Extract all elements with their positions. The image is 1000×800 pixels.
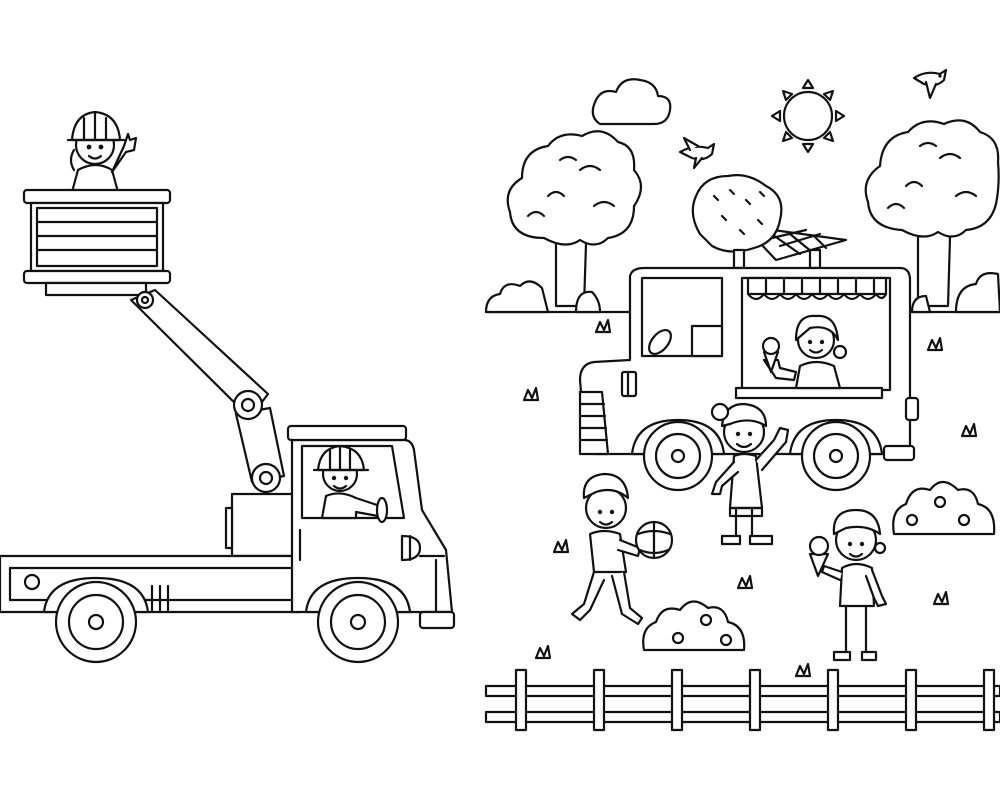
fence — [484, 668, 1000, 732]
boom-arm — [129, 288, 298, 558]
bucket-worker — [66, 110, 138, 194]
bird-icon — [912, 68, 948, 100]
cloud-icon — [591, 78, 672, 126]
van-wheel-rear — [630, 418, 726, 492]
sun-icon — [770, 78, 846, 154]
bird-icon-2 — [678, 136, 716, 170]
boy-with-ball — [570, 472, 674, 626]
truck-wheel-front — [304, 576, 412, 664]
boy-with-ice-cream — [808, 508, 888, 662]
van-wheel-front — [788, 418, 884, 492]
bucket-truck-page — [0, 110, 456, 664]
girl-waving — [710, 402, 790, 546]
bush-right — [892, 480, 996, 536]
truck-wheel-rear — [42, 576, 150, 664]
tree-left — [484, 130, 643, 314]
tree-right — [864, 119, 1000, 314]
ice-cream-van — [578, 174, 920, 462]
ice-cream-park-page — [484, 68, 1000, 732]
bush-center — [642, 600, 746, 652]
bucket-basket — [22, 188, 172, 297]
grass-tufts — [522, 318, 978, 678]
